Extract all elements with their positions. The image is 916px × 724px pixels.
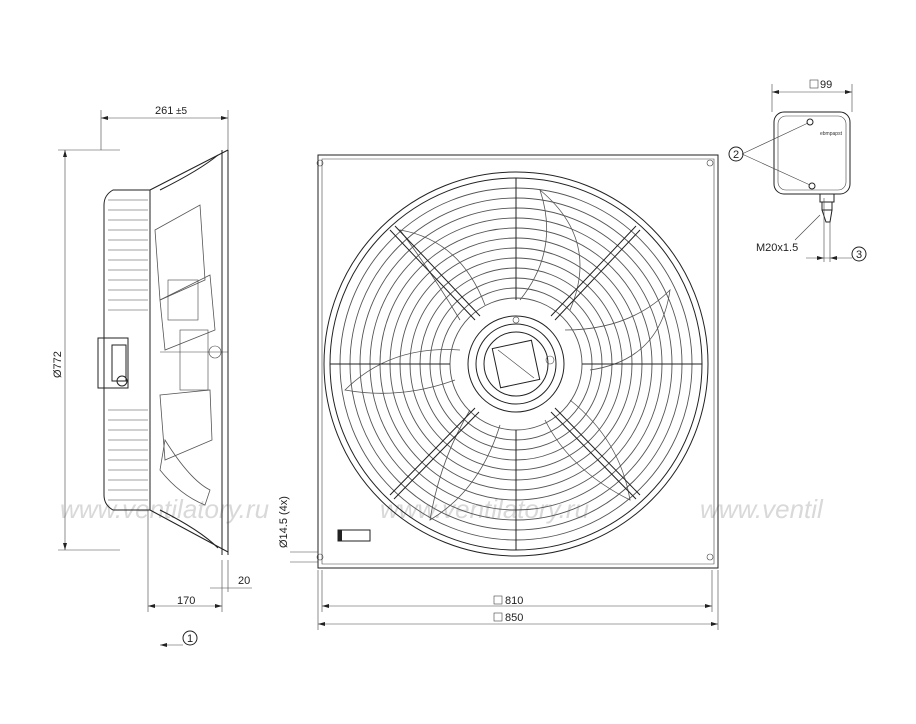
inner-square-dimension: 810	[505, 595, 523, 607]
watermark-text-2: www.ventilatory.ru	[380, 494, 589, 524]
outer-square-dimension: 850	[505, 612, 523, 624]
callout-2: 2	[733, 149, 739, 161]
watermark-text-3: www.ventil	[700, 494, 824, 524]
side-view: 261 ±5 Ø772	[52, 105, 252, 647]
hub-depth-dimension: 170	[177, 595, 195, 607]
diameter-dimension: Ø772	[52, 351, 64, 378]
terminal-box-view: 99 ebmpapst 2 M20x1.5 3	[728, 79, 867, 262]
callout-2-circle	[728, 146, 744, 162]
depth-dimension: 261	[155, 105, 173, 117]
depth-tolerance: ±5	[176, 106, 187, 117]
hole-dimension: Ø14.5 (4x)	[278, 496, 290, 548]
box-width-dimension: 99	[820, 79, 832, 91]
front-view: Ø14.5 (4x) 810 850	[278, 154, 719, 630]
callout-3: 3	[856, 249, 862, 261]
callout-1-circle	[182, 630, 198, 646]
flange-dimension: 20	[238, 575, 250, 587]
watermark-text-1: www.ventilatory.ru	[60, 494, 269, 524]
callout-3-circle	[851, 246, 867, 262]
box-brand: ebmpapst	[820, 131, 843, 137]
watermark: www.ventilatory.ru www.ventilatory.ru ww…	[60, 494, 824, 524]
gland-thread-label: M20x1.5	[756, 242, 798, 254]
callout-1: 1	[187, 633, 193, 645]
